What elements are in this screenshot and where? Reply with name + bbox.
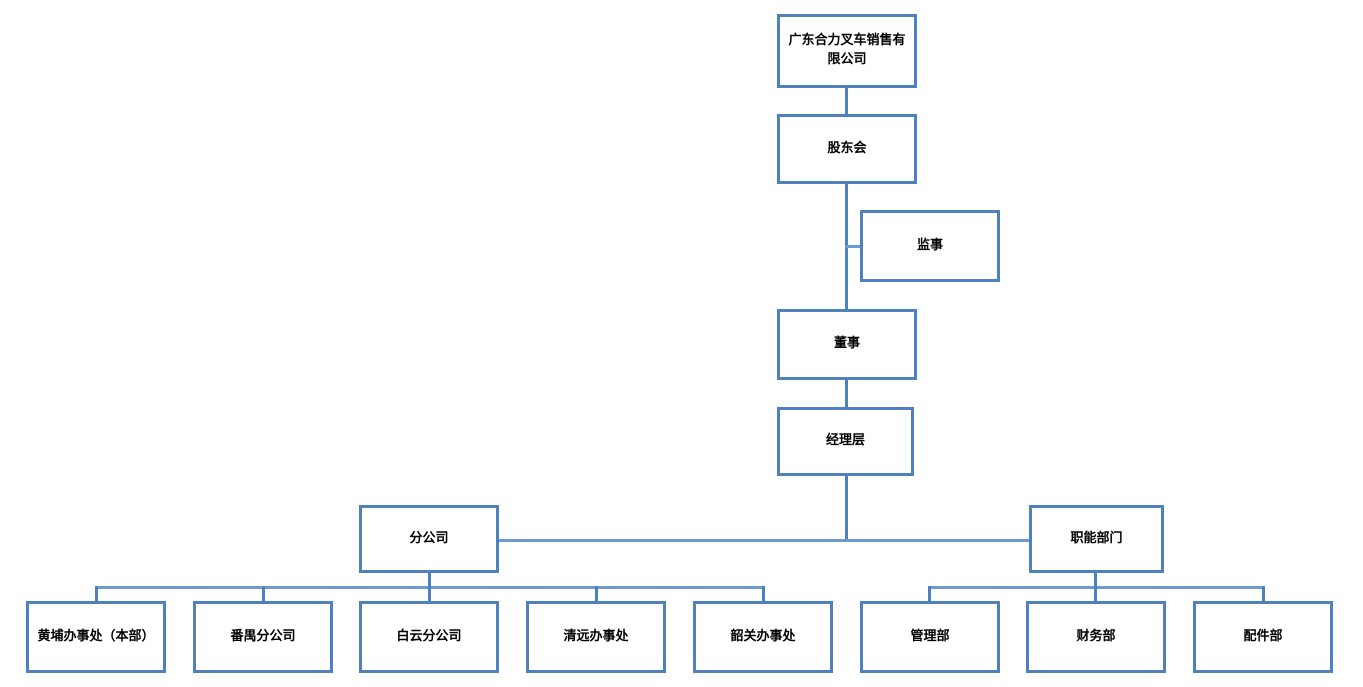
node-function-child-2-label: 财务部 bbox=[1076, 628, 1116, 644]
connector-branch-drop-5 bbox=[762, 586, 765, 602]
node-company-label: 广东合力叉车销售有限公司 bbox=[788, 33, 906, 67]
node-branch-child-3[interactable]: 白云分公司 bbox=[359, 601, 499, 673]
connector-level5-bus bbox=[499, 539, 1031, 542]
node-function-child-3[interactable]: 配件部 bbox=[1193, 601, 1333, 673]
node-branch-child-5-label: 韶关办事处 bbox=[730, 628, 796, 644]
connector-function-drop-1 bbox=[928, 586, 931, 602]
node-branch-child-3-label: 白云分公司 bbox=[396, 628, 462, 644]
connector-branch-drop-1 bbox=[95, 586, 98, 602]
connector-branch-drop-4 bbox=[595, 586, 598, 602]
node-shareholders[interactable]: 股东会 bbox=[777, 114, 917, 184]
node-management-label: 经理层 bbox=[825, 433, 865, 449]
node-function-group[interactable]: 职能部门 bbox=[1029, 505, 1164, 573]
node-function-child-2[interactable]: 财务部 bbox=[1026, 601, 1166, 673]
node-branch-child-1-label: 黄埔办事处（本部） bbox=[37, 628, 155, 644]
node-branch-child-4-label: 清远办事处 bbox=[563, 628, 629, 644]
node-management[interactable]: 经理层 bbox=[777, 407, 914, 476]
connector-function-drop-2 bbox=[1094, 586, 1097, 602]
connector-branch-drop-2 bbox=[262, 586, 265, 602]
node-director[interactable]: 董事 bbox=[777, 309, 917, 380]
connector-director-management bbox=[845, 379, 848, 408]
node-branch-child-5[interactable]: 韶关办事处 bbox=[693, 601, 833, 673]
node-company[interactable]: 广东合力叉车销售有限公司 bbox=[777, 14, 917, 88]
node-director-label: 董事 bbox=[833, 336, 860, 352]
node-supervisor-label: 监事 bbox=[916, 237, 943, 253]
connector-function-stem bbox=[1094, 572, 1097, 588]
node-supervisor[interactable]: 监事 bbox=[860, 210, 1000, 282]
node-branch-group-label: 分公司 bbox=[409, 530, 449, 546]
connector-branch-stem bbox=[428, 572, 431, 588]
connector-trunk-supervisor bbox=[845, 245, 863, 248]
node-branch-child-2[interactable]: 番禺分公司 bbox=[193, 601, 333, 673]
connector-branch-drop-3 bbox=[428, 586, 431, 602]
node-shareholders-label: 股东会 bbox=[827, 140, 867, 156]
node-function-child-1-label: 管理部 bbox=[910, 628, 950, 644]
node-function-group-label: 职能部门 bbox=[1070, 530, 1123, 546]
node-function-child-1[interactable]: 管理部 bbox=[860, 601, 1000, 673]
connector-company-shareholders bbox=[845, 87, 848, 115]
connector-function-drop-3 bbox=[1262, 586, 1265, 602]
node-branch-child-1[interactable]: 黄埔办事处（本部） bbox=[26, 601, 166, 673]
node-branch-group[interactable]: 分公司 bbox=[359, 505, 499, 573]
node-branch-child-2-label: 番禺分公司 bbox=[230, 628, 296, 644]
node-branch-child-4[interactable]: 清远办事处 bbox=[526, 601, 666, 673]
connector-management-bus bbox=[845, 475, 848, 541]
node-function-child-3-label: 配件部 bbox=[1243, 628, 1283, 644]
